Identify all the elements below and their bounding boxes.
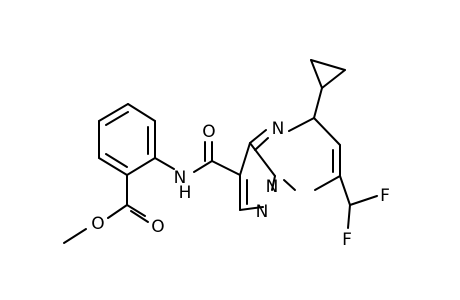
- atom-label-ester-o-single: O: [91, 214, 104, 234]
- atom-label-bridge-n: N: [266, 177, 279, 197]
- difluoromethyl-group: [339, 175, 378, 229]
- atom-label-amide-o: O: [202, 122, 215, 142]
- cyclopropyl-group: [310, 59, 346, 119]
- atom-label-amide-h: H: [179, 183, 192, 203]
- methyl-ester-group: [63, 174, 149, 244]
- atom-label-amide-n: N: [174, 168, 187, 188]
- atom-label-fluorine-2: F: [342, 230, 352, 250]
- atom-label-ester-o-double: O: [151, 217, 164, 237]
- pyrimidine-ring: [249, 117, 341, 191]
- atom-label-pyrimidine-n: N: [272, 119, 285, 139]
- pyrazole-ring: [239, 142, 276, 211]
- amide-group: [154, 141, 241, 176]
- atom-label-fluorine-1: F: [380, 186, 390, 206]
- atom-label-pyrazole-n: N: [256, 202, 269, 222]
- benzene-ring: [98, 103, 156, 176]
